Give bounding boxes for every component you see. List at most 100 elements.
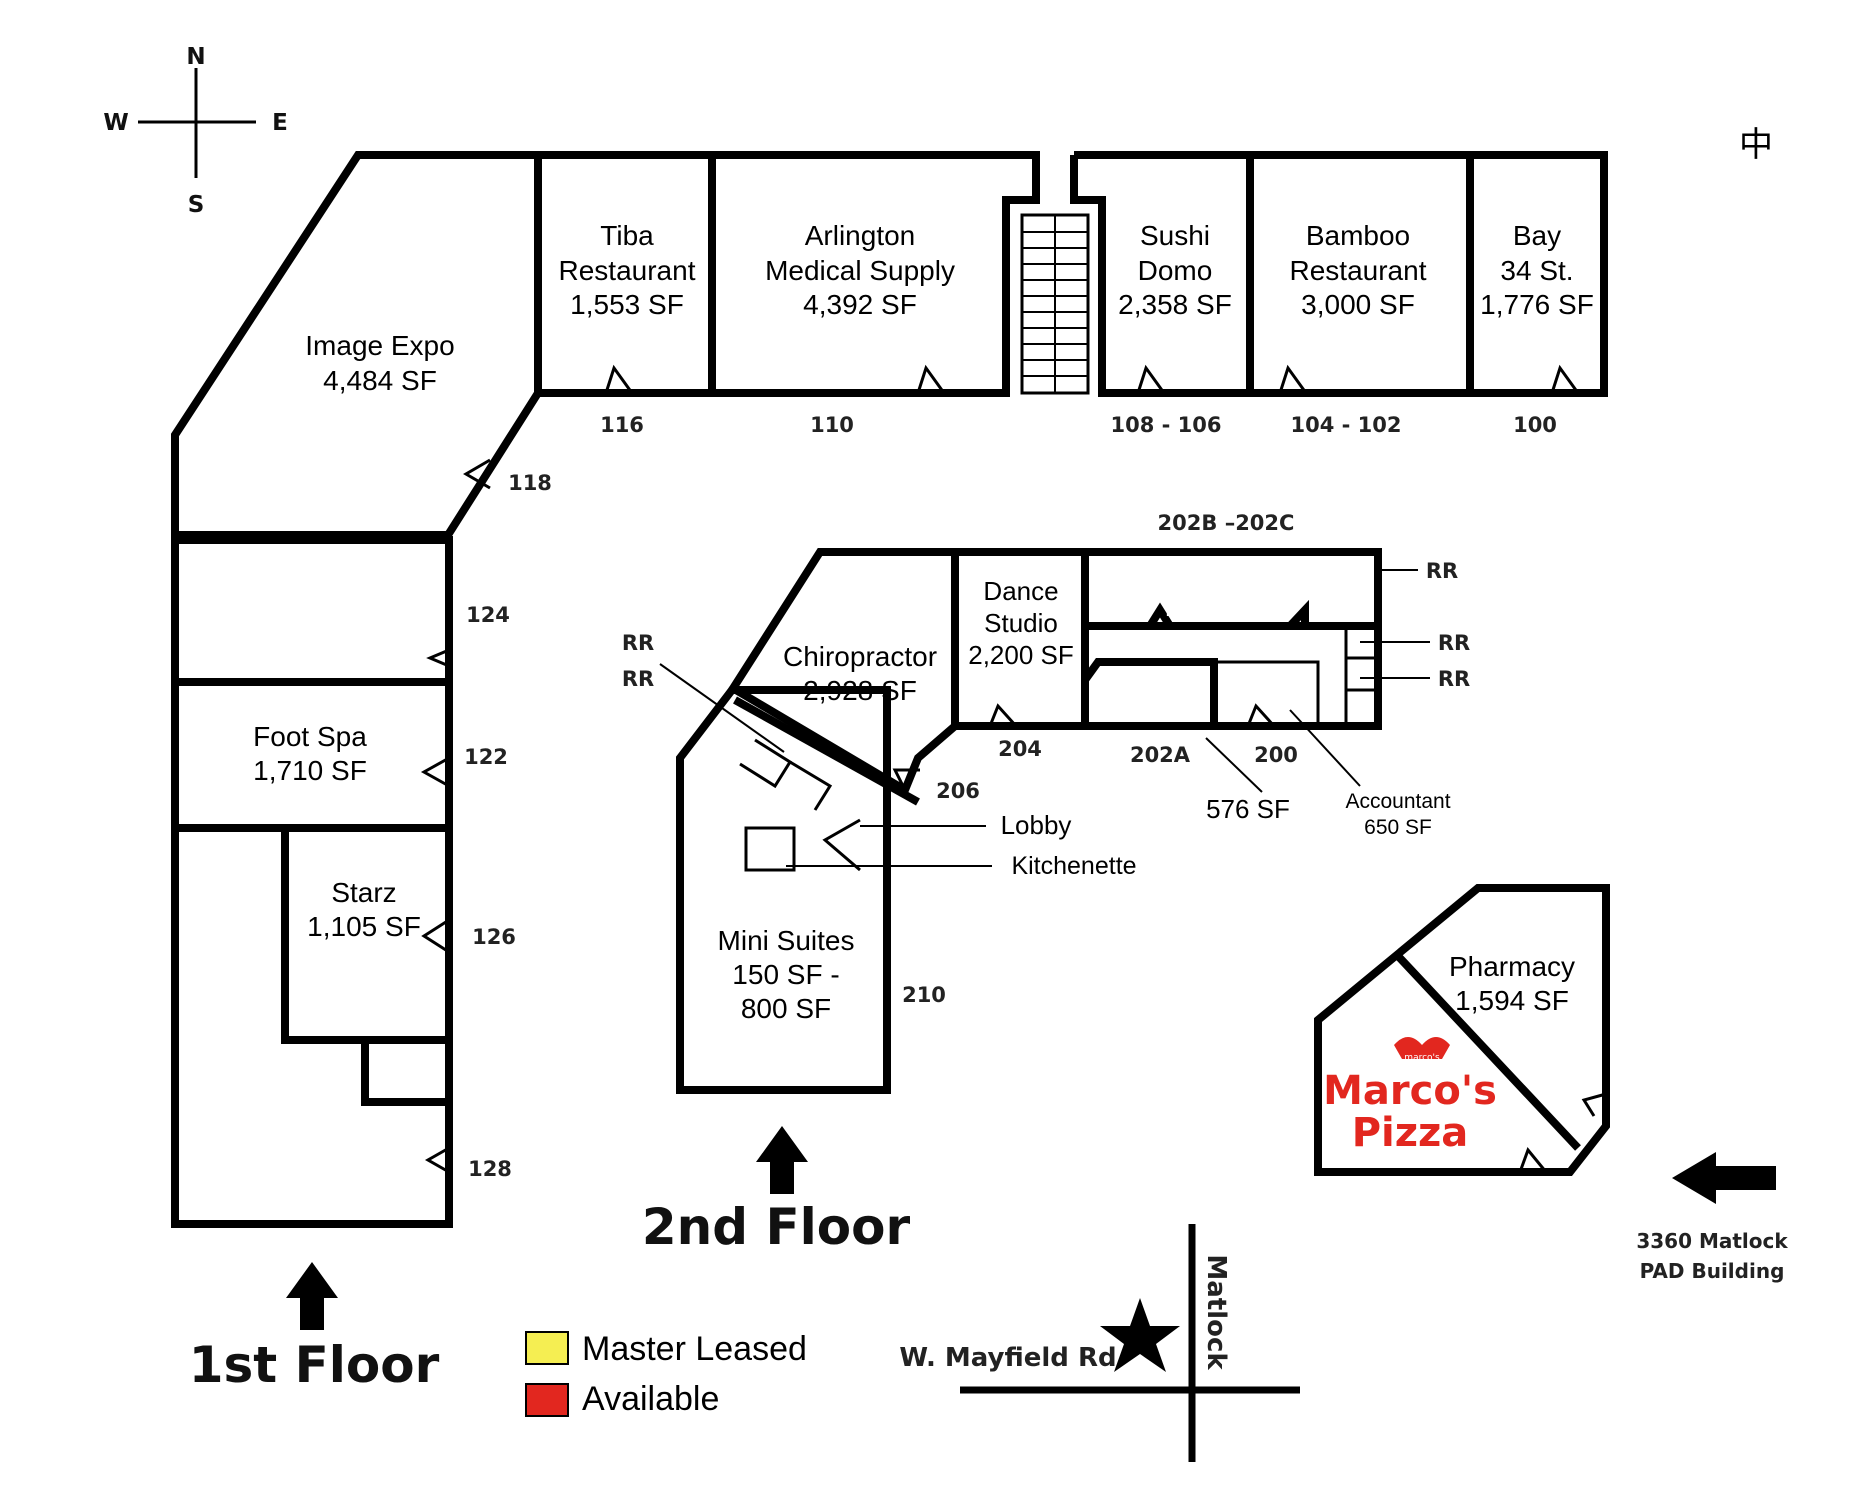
legend: Master Leased Available bbox=[525, 1330, 807, 1418]
label-rr-5: RR bbox=[622, 667, 654, 691]
label-124-status: AVAILABLE bbox=[228, 579, 384, 610]
label-dance-name2: Studio bbox=[984, 608, 1058, 638]
label-sushi-size: 2,358 SF bbox=[1118, 289, 1232, 320]
label-bay-size: 1,776 SF bbox=[1480, 289, 1594, 320]
label-lobby: Lobby bbox=[1001, 810, 1072, 840]
label-kitchenette: Kitchenette bbox=[1011, 852, 1136, 880]
label-dance-size: 2,200 SF bbox=[968, 640, 1074, 670]
label-matlock-rd: Matlock bbox=[1201, 1254, 1231, 1370]
label-tiba-name2: Restaurant bbox=[559, 255, 696, 286]
label-unit-108-106: 108 - 106 bbox=[1110, 413, 1221, 437]
label-dance-name1: Dance bbox=[983, 576, 1058, 606]
corner-glyph-icon: 中 bbox=[1739, 125, 1773, 165]
label-rr-3: RR bbox=[1438, 667, 1470, 691]
label-bay-name2: 34 St. bbox=[1500, 255, 1573, 286]
arrow-1st-floor-icon bbox=[286, 1262, 338, 1330]
label-accountant-size: 650 SF bbox=[1364, 816, 1432, 839]
label-arlington-name1: Arlington bbox=[805, 220, 916, 251]
label-rr-1: RR bbox=[1426, 559, 1458, 583]
labels-pad: Pharmacy 1,594 SF Marco's Pizza 3360 Mat… bbox=[1323, 951, 1788, 1283]
label-rr-2: RR bbox=[1438, 631, 1470, 655]
unit-available-124[interactable] bbox=[171, 536, 453, 686]
storage-room bbox=[361, 1036, 453, 1106]
door-swings-2nd bbox=[892, 703, 1276, 791]
arrow-2nd-floor-icon bbox=[756, 1126, 808, 1194]
label-unit-116: 116 bbox=[600, 413, 644, 437]
compass-east: E bbox=[272, 110, 288, 136]
door-swings-west bbox=[420, 648, 450, 1174]
label-202bc-size: 1,100 SF bbox=[1165, 591, 1279, 622]
label-pharmacy-name: Pharmacy bbox=[1449, 951, 1575, 982]
label-unit-100: 100 bbox=[1513, 413, 1557, 437]
label-202bc-status: AVAILABLE bbox=[1144, 557, 1300, 588]
north-wing bbox=[171, 151, 1608, 539]
label-foot-spa-size: 1,710 SF bbox=[253, 755, 367, 786]
label-unit-206: 206 bbox=[936, 779, 980, 803]
label-foot-spa-name: Foot Spa bbox=[253, 721, 367, 752]
labels-west: AVAILABLE 1,150 SF 124 Foot Spa 1,710 SF… bbox=[216, 579, 516, 1206]
label-mayfield-rd: W. Mayfield Rd bbox=[899, 1343, 1116, 1373]
pad-building: marco's bbox=[1314, 884, 1610, 1176]
label-unit-124: 124 bbox=[466, 603, 510, 627]
compass-south: S bbox=[188, 192, 205, 218]
label-128-note: 2nd Gen Restaurant bbox=[216, 1148, 397, 1169]
label-image-expo-size: 4,484 SF bbox=[323, 365, 437, 396]
label-starz-size: 1,105 SF bbox=[307, 911, 421, 942]
label-unit-202a: 202A bbox=[1130, 743, 1191, 767]
marcos-logo-small: marco's bbox=[1404, 1053, 1440, 1063]
label-2nd-floor: 2nd Floor bbox=[642, 1198, 911, 1256]
unit-arlington[interactable] bbox=[712, 151, 1040, 397]
street-map: W. Mayfield Rd Matlock bbox=[899, 1224, 1300, 1462]
label-sushi-name2: Domo bbox=[1138, 255, 1213, 286]
label-202bc-header: 202B –202C bbox=[1158, 511, 1295, 535]
legend-label-available: Available bbox=[582, 1380, 719, 1418]
label-arlington-name2: Medical Supply bbox=[765, 255, 955, 286]
location-star-icon bbox=[1100, 1298, 1180, 1372]
compass-west: W bbox=[103, 110, 128, 136]
label-unit-126: 126 bbox=[472, 925, 516, 949]
label-bamboo-size: 3,000 SF bbox=[1301, 289, 1415, 320]
label-starz-name: Starz bbox=[331, 877, 396, 908]
unit-200-accountant[interactable] bbox=[1212, 660, 1320, 728]
west-wing bbox=[171, 536, 453, 1228]
unit-bay-34[interactable] bbox=[1466, 151, 1608, 397]
label-unit-128: 128 bbox=[468, 1157, 512, 1181]
compass-rose: N S E W bbox=[103, 44, 288, 218]
label-tiba-size: 1,553 SF bbox=[570, 289, 684, 320]
legend-swatch-master bbox=[525, 1331, 569, 1365]
compass-north: N bbox=[186, 44, 205, 70]
label-128-status: AVAILABLE bbox=[228, 1175, 384, 1206]
label-128-size: 4,145 SF bbox=[249, 1113, 363, 1144]
legend-label-master: Master Leased bbox=[582, 1330, 807, 1368]
arrow-pad-icon bbox=[1672, 1152, 1776, 1204]
label-1st-floor: 1st Floor bbox=[189, 1336, 440, 1394]
label-unit-204: 204 bbox=[998, 737, 1042, 761]
label-sushi-name1: Sushi bbox=[1140, 220, 1210, 251]
restrooms bbox=[1344, 624, 1380, 728]
label-202a-status: AVAILABLE bbox=[1103, 675, 1198, 694]
label-202a-callout: 576 SF bbox=[1206, 794, 1290, 824]
label-mini-suites-name: Mini Suites bbox=[718, 925, 855, 956]
entry-arrows bbox=[286, 1126, 1776, 1330]
label-chiro-name: Chiropractor bbox=[783, 641, 937, 672]
label-bamboo-name2: Restaurant bbox=[1290, 255, 1427, 286]
label-accountant-name: Accountant bbox=[1345, 790, 1450, 813]
label-mini-suites-size1: 150 SF - bbox=[732, 959, 839, 990]
label-mini-suites-size2: 800 SF bbox=[741, 993, 831, 1024]
unit-available-202a[interactable] bbox=[1081, 658, 1218, 730]
label-arlington-size: 4,392 SF bbox=[803, 289, 917, 320]
label-bamboo-name1: Bamboo bbox=[1306, 220, 1410, 251]
label-marcos-line2: Pizza bbox=[1352, 1110, 1469, 1156]
kitchenette-box bbox=[744, 826, 796, 872]
labels-2nd-floor: 202B –202C AVAILABLE 1,100 SF Chiropract… bbox=[622, 511, 1470, 1024]
label-image-expo-name: Image Expo bbox=[305, 330, 454, 361]
label-unit-104-102: 104 - 102 bbox=[1290, 413, 1401, 437]
unit-tiba[interactable] bbox=[534, 151, 716, 397]
door-swings-north bbox=[463, 364, 1580, 490]
label-bay-name1: Bay bbox=[1513, 220, 1561, 251]
label-pharmacy-size: 1,594 SF bbox=[1455, 985, 1569, 1016]
unit-mini-suites[interactable] bbox=[676, 686, 891, 1094]
label-unit-122: 122 bbox=[464, 745, 508, 769]
label-tiba-name1: Tiba bbox=[600, 220, 654, 251]
